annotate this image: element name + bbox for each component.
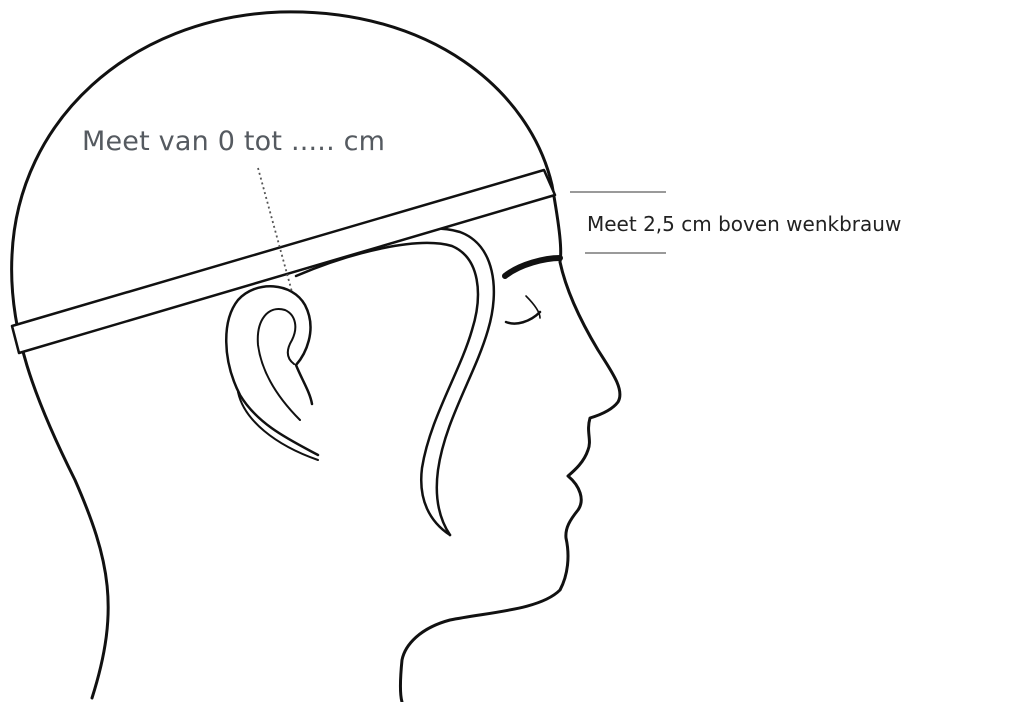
hair-contour-inner: [296, 243, 478, 535]
closed-eye: [506, 312, 540, 324]
circumference-label: Meet van 0 tot ..... cm: [82, 126, 385, 157]
head-profile-outline: [12, 12, 620, 702]
ear-outer: [226, 286, 318, 455]
height-above-eyebrow-label: Meet 2,5 cm boven wenkbrauw: [587, 212, 901, 236]
ear-inner: [258, 309, 300, 420]
eyebrow: [505, 258, 560, 276]
hair-contour-outer: [290, 228, 494, 535]
